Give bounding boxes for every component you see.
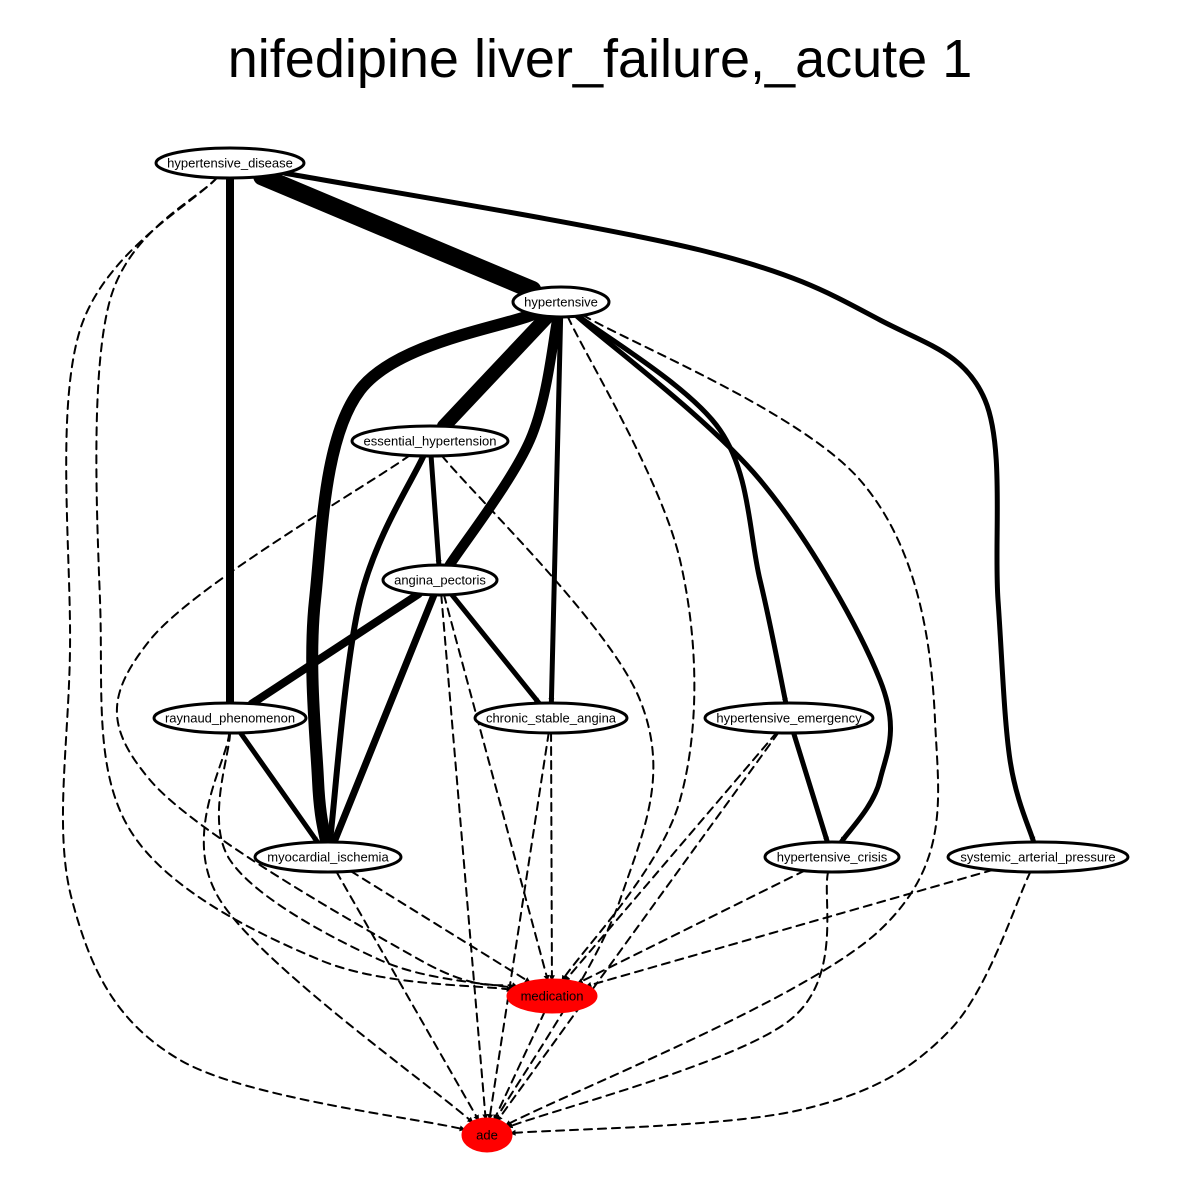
node-shape <box>381 563 499 597</box>
node-label: angina_pectoris <box>394 573 486 588</box>
node-shape <box>946 840 1130 874</box>
edge-hypertensive-to-ade <box>504 314 940 1127</box>
node-systemic-arterial-pressure: systemic_arterial_pressure <box>946 840 1130 874</box>
edge-hypertensive-to-hypertensive-emergency <box>575 313 789 706</box>
edge-raynaud-phenomenon-to-ade <box>202 731 474 1124</box>
node-label: medication <box>521 989 584 1004</box>
edge-angina-pectoris-to-raynaud-phenomenon <box>247 589 423 708</box>
edge-hypertensive-to-myocardial-ischemia <box>306 308 540 849</box>
edge-myocardial-ischemia-to-ade <box>335 870 480 1122</box>
edge-angina-pectoris-to-myocardial-ischemia <box>330 591 438 846</box>
edge-essential-hypertension-to-medication <box>115 454 518 989</box>
edge-chronic-stable-angina-to-ade <box>487 731 550 1121</box>
edge-angina-pectoris-to-chronic-stable-angina <box>449 592 542 706</box>
node-medication: medication <box>506 978 598 1014</box>
node-hypertensive-disease: hypertensive_disease <box>154 146 306 180</box>
edge-systemic-arterial-pressure-to-ade <box>509 870 1032 1136</box>
edge-hypertensive-disease-to-systemic-arterial-pressure <box>282 170 1037 845</box>
edge-medication-to-ade <box>493 1010 546 1121</box>
node-shape <box>154 146 306 180</box>
edge-hypertensive-emergency-to-medication <box>564 731 778 982</box>
edge-essential-hypertension-to-ade <box>441 454 655 1122</box>
edge-hypertensive-to-medication <box>561 315 696 982</box>
edge-hypertensive-crisis-to-ade <box>506 870 830 1129</box>
node-chronic-stable-angina: chronic_stable_angina <box>473 701 629 735</box>
edge-hypertensive-disease-to-hypertensive <box>253 167 542 299</box>
node-shape <box>511 285 611 319</box>
node-hypertensive-crisis: hypertensive_crisis <box>763 840 901 874</box>
node-label: hypertensive_disease <box>167 156 293 171</box>
node-label: ade <box>476 1128 498 1143</box>
node-shape <box>473 701 629 735</box>
node-label: chronic_stable_angina <box>486 711 617 726</box>
node-myocardial-ischemia: myocardial_ischemia <box>253 840 403 874</box>
node-hypertensive-emergency: hypertensive_emergency <box>703 701 875 735</box>
node-essential-hypertension: essential_hypertension <box>350 424 510 458</box>
edge-layer <box>61 167 1037 1136</box>
edge-essential-hypertension-to-angina-pectoris <box>428 453 442 568</box>
node-shape <box>152 701 308 735</box>
node-shape <box>461 1117 513 1153</box>
node-shape <box>253 840 403 874</box>
node-ade: ade <box>461 1117 513 1153</box>
edge-hypertensive-to-essential-hypertension <box>436 309 555 434</box>
edge-hypertensive-to-chronic-stable-angina <box>548 314 564 706</box>
node-label: essential_hypertension <box>364 434 497 449</box>
node-shape <box>506 978 598 1014</box>
node-label: hypertensive_crisis <box>777 850 888 865</box>
node-layer: hypertensive_disease hypertensive essentia… <box>152 146 1130 1153</box>
edge-hypertensive-disease-to-medication <box>95 176 513 992</box>
node-label: myocardial_ischemia <box>267 850 389 865</box>
node-label: hypertensive <box>524 295 598 310</box>
edge-hypertensive-to-hypertensive-crisis <box>574 313 893 845</box>
node-hypertensive: hypertensive <box>511 285 611 319</box>
node-shape <box>350 424 510 458</box>
edge-myocardial-ischemia-to-medication <box>349 870 531 984</box>
edge-angina-pectoris-to-medication <box>443 593 550 982</box>
edge-essential-hypertension-to-myocardial-ischemia <box>326 452 427 846</box>
node-shape <box>763 840 901 874</box>
node-shape <box>703 701 875 735</box>
edge-chronic-stable-angina-to-medication <box>548 732 555 982</box>
edge-hypertensive-to-angina-pectoris <box>444 311 563 571</box>
node-raynaud-phenomenon: raynaud_phenomenon <box>152 701 308 735</box>
edge-raynaud-phenomenon-to-myocardial-ischemia <box>237 730 321 845</box>
edge-raynaud-phenomenon-to-medication <box>217 732 516 990</box>
node-angina-pectoris: angina_pectoris <box>381 563 499 597</box>
edge-hypertensive-crisis-to-medication <box>576 869 806 985</box>
edge-systemic-arterial-pressure-to-medication <box>585 868 994 988</box>
node-label: hypertensive_emergency <box>716 711 862 726</box>
node-label: systemic_arterial_pressure <box>960 850 1115 865</box>
edge-hypertensive-emergency-to-ade <box>496 731 780 1122</box>
node-label: raynaud_phenomenon <box>165 711 295 726</box>
edge-hypertensive-disease-to-ade <box>61 176 466 1132</box>
edge-hypertensive-emergency-to-hypertensive-crisis <box>791 730 830 845</box>
edge-angina-pectoris-to-ade <box>440 593 489 1121</box>
diagram-title: nifedipine liver_failure,_acute 1 <box>227 29 973 89</box>
